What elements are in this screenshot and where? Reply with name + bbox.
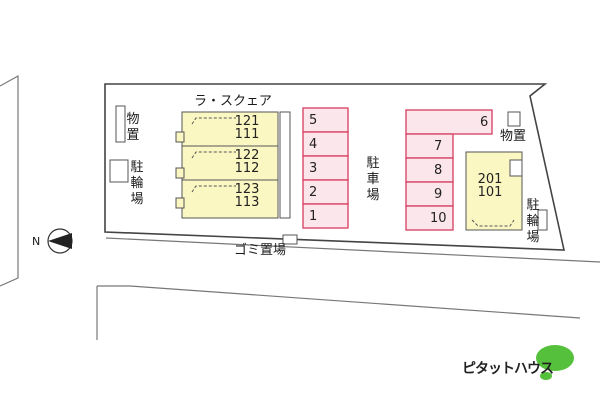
- building-name-label: ラ・スクェア: [194, 94, 272, 109]
- parking-space-5: [302, 107, 349, 133]
- parking-number-6: 6: [480, 115, 489, 130]
- bike-left-box: [109, 159, 129, 183]
- building-west-notch-3: [175, 197, 185, 209]
- parking-space-8: [405, 157, 454, 183]
- parking-space-3: [302, 155, 349, 181]
- brand: ピタットハウス: [462, 348, 582, 388]
- road-south-edge: [97, 285, 581, 319]
- building-la-square: [175, 111, 291, 219]
- parking-number-10: 10: [430, 211, 447, 226]
- parking-left: [302, 107, 349, 229]
- parking-space-7: [405, 133, 454, 159]
- unit-label-112: 112: [234, 161, 260, 176]
- parking-number-1: 1: [309, 209, 318, 224]
- parking-space-2: [302, 179, 349, 205]
- building-west-notch-2: [175, 167, 185, 179]
- unit-label-122: 122: [234, 148, 260, 163]
- unit-label-111: 111: [234, 127, 260, 142]
- parking-space-4: [302, 131, 349, 157]
- storage-left-label: 物置: [126, 112, 140, 143]
- unit-label-121: 121: [234, 114, 260, 129]
- brand-logo-icon: [536, 345, 574, 380]
- parking-space-6: [405, 109, 493, 135]
- road-west-edge: [0, 74, 19, 287]
- building-west-balcony: [279, 111, 291, 219]
- parking-space-1: [302, 203, 349, 229]
- parking-number-8: 8: [434, 163, 443, 178]
- stair-dash-1: [191, 117, 236, 125]
- stair-dash-3: [191, 185, 236, 193]
- parking-number-7: 7: [434, 139, 443, 154]
- parking-number-5: 5: [309, 113, 318, 128]
- garbage-label: ゴミ置場: [234, 243, 287, 258]
- north-label: N: [32, 235, 41, 248]
- parking-label: 駐車場: [366, 156, 380, 203]
- road-north-edge: [105, 237, 600, 263]
- parking-right: [405, 109, 493, 231]
- parking-space-10: [405, 205, 454, 231]
- unit-label-123: 123: [234, 182, 260, 197]
- bike-right-box: [537, 209, 548, 231]
- unit-label-101: 101: [477, 185, 503, 200]
- building-west-body: [181, 111, 279, 219]
- storage-left-box: [115, 105, 126, 143]
- bike-left-label: 駐輪場: [130, 160, 144, 207]
- building-east: [465, 151, 523, 231]
- parking-number-3: 3: [309, 161, 318, 176]
- bike-right-label: 駐輪場: [526, 198, 540, 245]
- unit-label-201: 201: [477, 172, 503, 187]
- north-arrow-icon: [47, 228, 73, 254]
- parking-number-9: 9: [434, 187, 443, 202]
- building-west-notch-1: [175, 131, 185, 143]
- garbage-box: [282, 234, 298, 245]
- parking-number-2: 2: [309, 185, 318, 200]
- storage-right-label: 物置: [500, 129, 527, 144]
- brand-name: ピタットハウス: [462, 361, 554, 377]
- storage-right-box: [507, 111, 521, 127]
- parking-space-9: [405, 181, 454, 207]
- unit-label-113: 113: [234, 195, 260, 210]
- parking-number-4: 4: [309, 137, 318, 152]
- stair-dash-2: [191, 151, 236, 159]
- building-east-notch: [509, 159, 523, 177]
